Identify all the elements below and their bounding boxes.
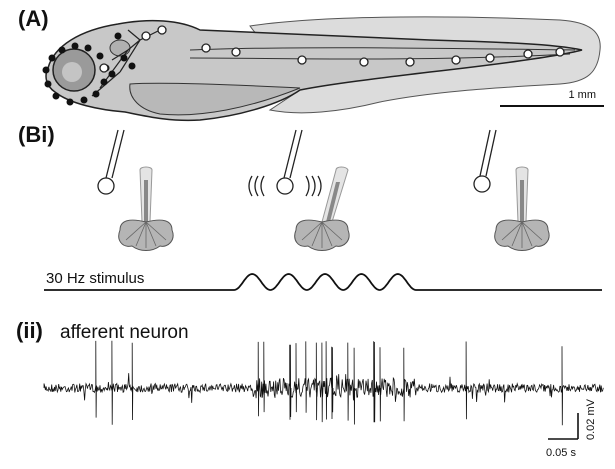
neuromast-open [486,54,494,62]
stimulus-label: 30 Hz stimulus [46,270,144,287]
neuromast-open [142,32,150,40]
neuromast-open [158,26,166,34]
neuromast-dot [97,53,104,60]
neuromast-dot [59,47,66,54]
probe-3 [474,130,496,192]
recording-scale-bar [548,413,578,439]
neuromast-dot [43,67,50,74]
neuromast-dot [49,55,56,62]
afferent-neuron-trace [44,341,603,426]
hair-bundle [520,180,524,222]
zebrafish-larva-illustration [43,17,601,120]
panel-bi-label: (Bi) [18,122,55,147]
neuromast-open [100,64,108,72]
voltage-scale-label: 0.02 mV [585,398,597,440]
neuromast-3 [495,167,549,251]
neuromast-dot [53,93,60,100]
neuromast-dot [109,71,116,78]
neuromast-dot [45,81,52,88]
neuromast-open [524,50,532,58]
hair-bundle [144,180,148,222]
neuromast-open [406,58,414,66]
stimulus-probes [98,130,496,194]
neuromast-dot [129,63,136,70]
neuromast-dot [93,91,100,98]
neuromast-dot [67,99,74,106]
probe-2-vibrating [277,130,302,194]
neuromast-dot [121,55,128,62]
neuromast-2-deflected [295,167,349,251]
otic-vesicle [110,40,130,56]
neuromast-open [556,48,564,56]
pupil [62,62,82,82]
neuromast-dot [85,45,92,52]
neuromast-open [202,44,210,52]
probe-1 [98,130,124,194]
panel-ii-title: afferent neuron [60,322,189,343]
panel-a-label: (A) [18,6,49,31]
time-scale-label: 0.05 s [546,447,576,459]
neuromast-open [232,48,240,56]
neuromast-open [452,56,460,64]
panel-ii-label: (ii) [16,318,43,343]
neuromast-dot [81,97,88,104]
neuromast-open [298,56,306,64]
neuromast-1 [119,167,173,251]
neuromast-dot [72,43,79,50]
scale-bar-label: 1 mm [569,89,597,101]
neuromast-dot [101,79,108,86]
neuromast-dot [115,33,122,40]
neuromast-open [360,58,368,66]
